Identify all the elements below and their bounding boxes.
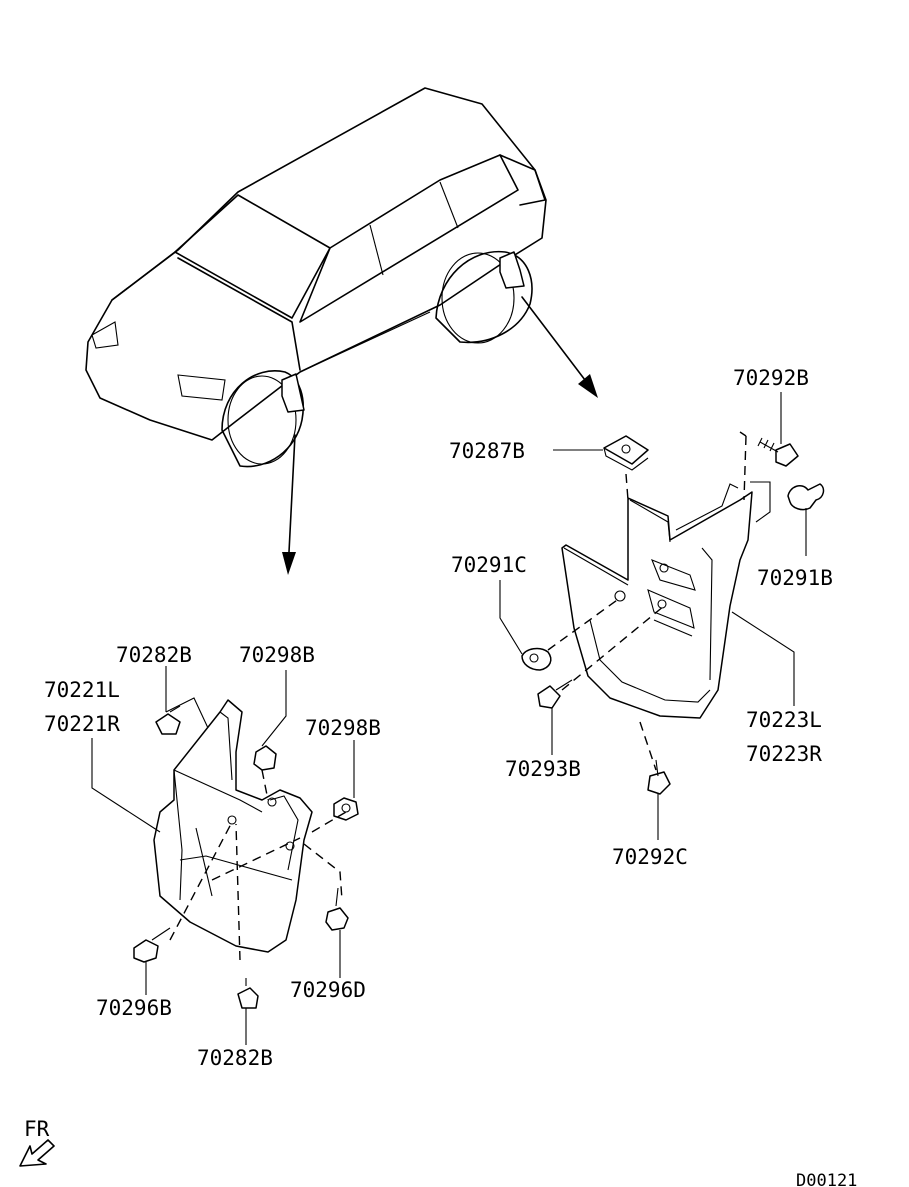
front-mudguard-mount-icon bbox=[281, 373, 305, 413]
front-direction-indicator: FR bbox=[19, 1117, 55, 1167]
label-70296D: 70296D bbox=[290, 978, 366, 1002]
bolt-70296B-icon bbox=[133, 939, 159, 963]
label-70292C: 70292C bbox=[612, 845, 688, 869]
label-70282B-top: 70282B bbox=[116, 643, 192, 667]
clip-nut-70287B-icon bbox=[603, 435, 649, 465]
bolt-70292C-icon bbox=[647, 771, 671, 795]
clip-70291C-icon bbox=[521, 647, 552, 671]
label-70291C: 70291C bbox=[451, 553, 527, 577]
label-70287B: 70287B bbox=[449, 439, 525, 463]
vehicle-outline bbox=[85, 87, 547, 468]
clip-70282B-icon bbox=[155, 713, 181, 735]
headlight-icon bbox=[91, 321, 119, 349]
label-70223L: 70223L bbox=[746, 708, 822, 732]
label-70293B: 70293B bbox=[505, 757, 581, 781]
front-mudguard-assembly bbox=[91, 666, 359, 1045]
arrow-down-right-icon bbox=[578, 374, 598, 398]
bolt-70292B-icon bbox=[775, 443, 799, 467]
label-70282B-bottom: 70282B bbox=[197, 1046, 273, 1070]
nut-70298B-side-icon bbox=[333, 797, 359, 821]
drawing-code: D00121 bbox=[796, 1171, 857, 1187]
label-70298B-a: 70298B bbox=[239, 643, 315, 667]
rear-mudguard-mount-icon bbox=[499, 251, 525, 289]
arrow-front-icon bbox=[19, 1139, 55, 1167]
pointer-arrows bbox=[282, 296, 598, 575]
part-labels: 70292B 70287B 70291C 70291B 70223L 70223… bbox=[44, 366, 833, 1070]
nut-70298B-icon bbox=[253, 745, 277, 771]
label-70221L: 70221L bbox=[44, 678, 120, 702]
bolt-70296D-icon bbox=[325, 907, 349, 931]
clip-70282B-bottom-icon bbox=[237, 987, 259, 1009]
label-70291B: 70291B bbox=[757, 566, 833, 590]
rear-mudguard-assembly bbox=[499, 392, 825, 840]
direction-label: FR bbox=[24, 1117, 50, 1141]
label-70298B-b: 70298B bbox=[305, 716, 381, 740]
screw-70293B-icon bbox=[537, 685, 561, 709]
label-70223R: 70223R bbox=[746, 742, 822, 766]
arrow-down-icon bbox=[282, 552, 296, 575]
label-70221R: 70221R bbox=[44, 712, 120, 736]
clip-70291B-icon bbox=[787, 483, 825, 511]
label-70292B-top: 70292B bbox=[733, 366, 809, 390]
mudguard-70221 bbox=[153, 699, 313, 953]
label-70296B: 70296B bbox=[96, 996, 172, 1020]
mudguard-70223 bbox=[561, 491, 753, 719]
foglight-icon bbox=[177, 374, 226, 401]
